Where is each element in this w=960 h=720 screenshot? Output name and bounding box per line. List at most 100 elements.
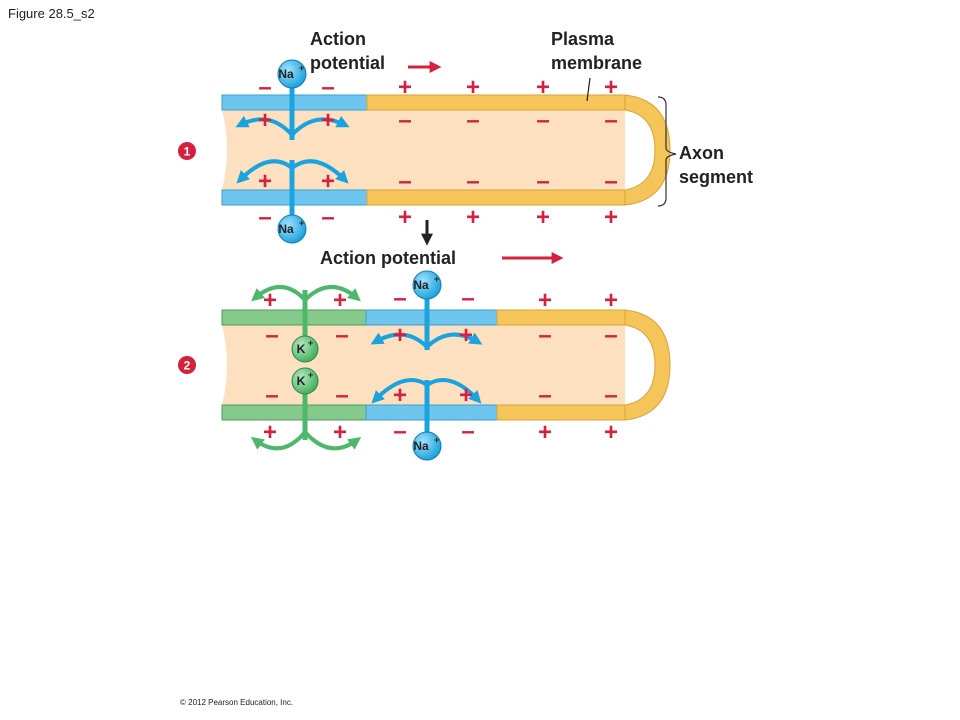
axon-end-cap-1 bbox=[624, 94, 671, 206]
na-ion-bottom-2: Na + bbox=[412, 431, 442, 461]
sign-minus: – bbox=[258, 74, 271, 101]
axon-segment-label: Axon bbox=[679, 143, 724, 163]
sign-plus: + bbox=[258, 107, 272, 134]
membrane-top-depolarized-2 bbox=[365, 309, 498, 326]
plasma-membrane-label-line2: membrane bbox=[551, 53, 642, 73]
sign-minus: – bbox=[538, 322, 551, 349]
sign-minus: – bbox=[321, 74, 334, 101]
svg-text:Na: Na bbox=[278, 67, 294, 81]
sign-plus: + bbox=[466, 204, 480, 231]
sign-plus: + bbox=[604, 419, 618, 446]
sign-minus: – bbox=[604, 322, 617, 349]
step-badge-1: 1 bbox=[178, 142, 196, 160]
sign-minus: – bbox=[604, 168, 617, 195]
sign-plus: + bbox=[604, 204, 618, 231]
sign-plus: + bbox=[466, 74, 480, 101]
sign-minus: – bbox=[466, 107, 479, 134]
plasma-membrane-pointer bbox=[586, 77, 591, 102]
axon-segment-label-line2: segment bbox=[679, 167, 753, 187]
k-flow-arrow-bottom-right-2 bbox=[303, 430, 362, 451]
svg-text:+: + bbox=[434, 435, 439, 445]
axon-segment-bracket bbox=[657, 96, 677, 207]
copyright-notice: © 2012 Pearson Education, Inc. bbox=[180, 698, 293, 707]
svg-text:K: K bbox=[297, 342, 306, 356]
sign-plus: + bbox=[604, 287, 618, 314]
axon-interior-1 bbox=[222, 110, 625, 190]
sign-plus: + bbox=[321, 168, 335, 195]
sign-plus: + bbox=[536, 74, 550, 101]
svg-text:+: + bbox=[434, 274, 439, 284]
sign-minus: – bbox=[604, 107, 617, 134]
svg-text:1: 1 bbox=[184, 145, 191, 159]
sign-minus: – bbox=[335, 322, 348, 349]
sign-plus: + bbox=[536, 204, 550, 231]
sign-minus: – bbox=[536, 168, 549, 195]
svg-text:+: + bbox=[299, 63, 304, 73]
na-flow-arrow-bottom-right-1 bbox=[290, 159, 349, 184]
figure-label: Figure 28.5_s2 bbox=[8, 6, 95, 21]
k-ion-top-2: K + bbox=[291, 335, 319, 363]
sign-minus: – bbox=[393, 418, 406, 445]
sign-plus: + bbox=[604, 74, 618, 101]
sign-plus: + bbox=[538, 287, 552, 314]
sign-plus: + bbox=[398, 74, 412, 101]
sign-plus: + bbox=[538, 419, 552, 446]
panel-1: Na + Na + – – + + + + + + – – – – + + – bbox=[178, 29, 753, 244]
svg-text:Na: Na bbox=[413, 278, 429, 292]
sign-minus: – bbox=[335, 382, 348, 409]
na-ion-bottom-1: Na + bbox=[277, 214, 307, 244]
panel-2: Action potential K + bbox=[178, 248, 671, 461]
axon-end-cap-2 bbox=[624, 309, 671, 421]
k-flow-arrow-top-right-2 bbox=[303, 285, 361, 302]
svg-text:Na: Na bbox=[413, 439, 429, 453]
sign-minus: – bbox=[466, 168, 479, 195]
sign-plus: + bbox=[393, 322, 407, 349]
sign-minus: – bbox=[536, 107, 549, 134]
sign-plus: + bbox=[333, 287, 347, 314]
na-flow-arrow-bottom-left-1 bbox=[236, 159, 294, 184]
sign-plus: + bbox=[263, 287, 277, 314]
sign-plus: + bbox=[398, 204, 412, 231]
sign-minus: – bbox=[265, 382, 278, 409]
na-flow-arrow-top-right-2 bbox=[425, 332, 483, 349]
sign-minus: – bbox=[393, 285, 406, 312]
svg-text:+: + bbox=[308, 370, 313, 380]
axon-interior-2 bbox=[222, 325, 625, 405]
sign-plus: + bbox=[258, 168, 272, 195]
sign-minus: – bbox=[398, 107, 411, 134]
na-flow-arrow-bottom-right-2 bbox=[425, 378, 482, 404]
na-flow-arrow-top-left-1 bbox=[235, 115, 294, 137]
svg-text:K: K bbox=[297, 374, 306, 388]
na-flow-arrow-bottom-left-2 bbox=[371, 378, 429, 404]
k-flow-arrow-bottom-left-2 bbox=[250, 430, 307, 451]
sign-plus: + bbox=[321, 107, 335, 134]
svg-text:Na: Na bbox=[278, 222, 294, 236]
sign-plus: + bbox=[459, 382, 473, 409]
step-badge-2: 2 bbox=[178, 356, 196, 374]
action-potential-label-1-line2: potential bbox=[310, 53, 385, 73]
plasma-membrane-label: Plasma bbox=[551, 29, 615, 49]
sign-minus: – bbox=[321, 204, 334, 231]
na-flow-arrow-top-right-1 bbox=[290, 115, 350, 137]
svg-text:+: + bbox=[308, 338, 313, 348]
sign-plus: + bbox=[459, 322, 473, 349]
k-flow-arrow-top-left-2 bbox=[251, 285, 307, 302]
sign-minus: – bbox=[604, 382, 617, 409]
sign-minus: – bbox=[461, 285, 474, 312]
sign-minus: – bbox=[398, 168, 411, 195]
svg-text:+: + bbox=[299, 218, 304, 228]
action-potential-label-1: Action bbox=[310, 29, 366, 49]
sign-plus: + bbox=[333, 419, 347, 446]
sign-minus: – bbox=[265, 322, 278, 349]
sign-plus: + bbox=[263, 419, 277, 446]
sign-minus: – bbox=[461, 418, 474, 445]
sign-plus: + bbox=[393, 382, 407, 409]
svg-text:2: 2 bbox=[184, 359, 191, 373]
na-ion-top-1: Na + bbox=[277, 59, 307, 89]
membrane-bottom-depolarized-2 bbox=[365, 404, 498, 421]
k-ion-bottom-2: K + bbox=[291, 367, 319, 395]
sign-minus: – bbox=[258, 204, 271, 231]
sign-minus: – bbox=[538, 382, 551, 409]
